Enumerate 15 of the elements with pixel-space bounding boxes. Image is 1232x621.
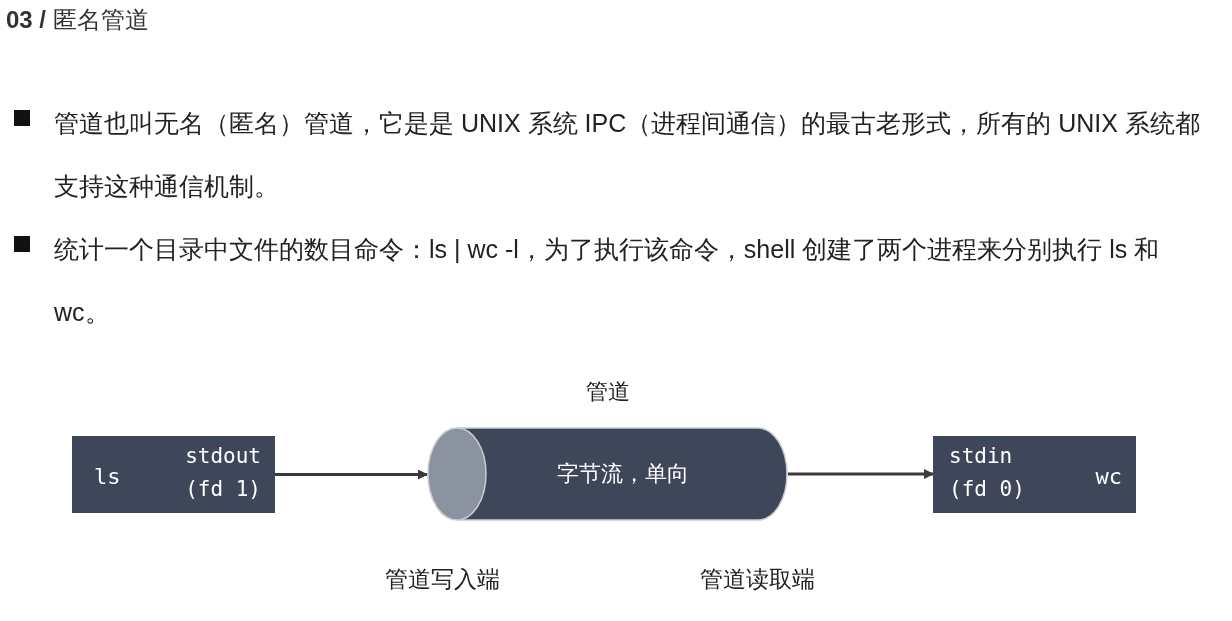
process-box — [72, 436, 275, 513]
pipe-caption: 管道 — [584, 378, 631, 406]
arrow — [275, 469, 428, 480]
slide-title: 03 / 匿名管道 — [6, 5, 149, 35]
bullet-text: 管道也叫无名（匿名）管道，它是是 UNIX 系统 IPC（进程间通信）的最古老形式，所有的 UNIX 系统都支持这种通信机制。 — [54, 108, 1201, 202]
fd-label: stdout (fd 1) — [184, 443, 261, 503]
read-end-label: 管道读取端 — [700, 565, 815, 594]
bullet-text: 统计一个目录中文件的数目命令：ls | wc -l，为了执行该命令，shell 创建了两个进程来分别执行 ls 和 wc。 — [54, 234, 1161, 328]
process-name: wc — [1095, 463, 1122, 491]
fd-label: stdin (fd 0) — [949, 443, 1026, 503]
arrow — [788, 469, 934, 479]
process-name: ls — [94, 463, 121, 491]
write-end-label: 管道写入端 — [385, 565, 500, 594]
process-box — [933, 436, 1136, 513]
pipe-label: 字节流，单向 — [555, 460, 690, 488]
